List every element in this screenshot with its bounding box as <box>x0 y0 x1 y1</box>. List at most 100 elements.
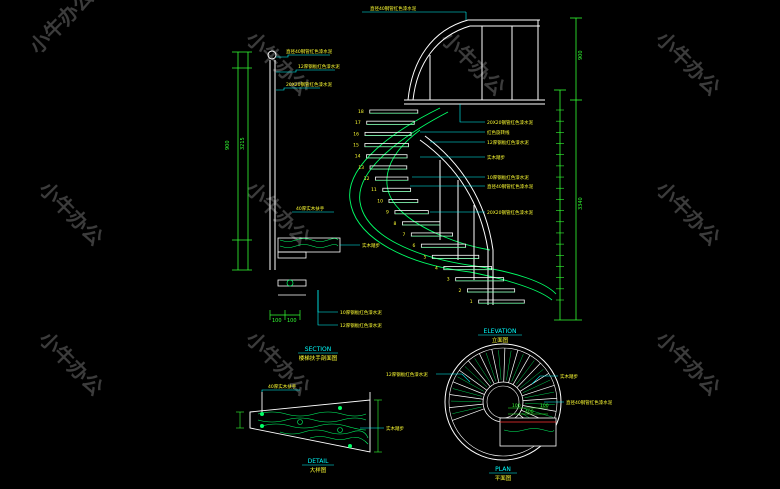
plan-landing <box>499 417 557 447</box>
section-callout-top: 40厚实木扶手 <box>296 205 325 212</box>
elevation-step-number: 7 <box>402 232 405 238</box>
elevation-treads <box>364 109 525 304</box>
section-title-en: SECTION <box>305 346 331 353</box>
plan-tread-line <box>516 362 541 388</box>
plan-tread-grain <box>498 350 502 381</box>
plan-tread-line <box>479 353 495 385</box>
plan-tread-grain <box>522 379 551 393</box>
elevation-dimension-lines <box>554 17 582 321</box>
elevation-step-number: 1 <box>470 299 473 305</box>
plan-tread-line <box>452 408 485 421</box>
elevation-step-number: 5 <box>423 254 426 260</box>
plan-center-dims <box>508 407 548 415</box>
detail-title-cn: 大样图 <box>310 466 327 474</box>
plan-tread-grain <box>452 388 482 397</box>
plan-tread-grain <box>474 358 492 384</box>
plan-tread-grain <box>523 408 553 418</box>
detail-callout-top: 40厚实木扶手 <box>268 383 297 390</box>
elevation-step-number: 9 <box>386 210 389 216</box>
plan-tread-grain <box>506 350 512 381</box>
elevation-callout-5: 10厚钢板红色漆水泥 <box>487 174 529 181</box>
elevation-step-number: 12 <box>364 176 370 182</box>
plan-tread-grain <box>464 366 488 388</box>
section-leaders <box>276 54 360 326</box>
plan-tread-line <box>449 403 484 408</box>
elevation-step-number: 2 <box>459 288 462 294</box>
detail-dims <box>236 399 382 453</box>
plan-leaders <box>436 373 564 403</box>
elevation-step-number: 6 <box>412 243 415 249</box>
plan-tread-line <box>519 373 549 392</box>
section-tread <box>277 237 341 296</box>
elevation-step-number: 16 <box>353 131 359 137</box>
elevation-callout-4: 实木踏步 <box>487 154 505 161</box>
section-view: 900 3215 100 100 <box>225 48 382 362</box>
section-bottom-dims <box>269 310 301 320</box>
elevation-step-number: 18 <box>358 109 364 115</box>
elevation-callout-2: 红色旋转线 <box>487 129 510 136</box>
plan-tread-grain <box>457 376 484 392</box>
elevation-step-number: 15 <box>353 143 359 149</box>
elevation-step-number: 14 <box>355 154 361 160</box>
plan-tread-line <box>449 394 484 400</box>
elevation-stringers <box>349 107 557 301</box>
plan-tread-grain <box>524 402 555 405</box>
section-dim-bottom: 100 <box>272 318 282 324</box>
plan-tread-line <box>452 381 485 395</box>
elevation-callout-1: 20X20钢管红色漆水泥 <box>487 119 534 126</box>
elevation-step-number: 13 <box>358 165 364 171</box>
elevation-step-number: 3 <box>447 277 450 283</box>
elevation-step-number: 4 <box>435 265 438 271</box>
elevation-lower-rail <box>419 135 494 305</box>
plan-tread-line <box>508 349 519 383</box>
plan-tread-grain <box>485 352 497 382</box>
plan-tread-grain <box>452 406 482 414</box>
plan-dim-center-b: 400 <box>525 409 534 415</box>
section-title-cn: 楼梯扶手剖面图 <box>299 354 338 362</box>
elevation-dim-right-b: 3340 <box>578 197 584 210</box>
detail-wood-grain <box>257 411 369 445</box>
plan-tread-line <box>522 405 557 412</box>
plan-tread-grain <box>524 391 555 398</box>
plan-view: 100 400 100 12厚钢板红色漆水泥 实木踏步 直径40钢管红色漆水泥 … <box>386 343 613 482</box>
section-dim-bottom-b: 100 <box>287 318 297 324</box>
plan-callout-center: 直径40钢管红色漆水泥 <box>566 399 613 406</box>
plan-tread-grain <box>519 369 544 389</box>
elevation-top-railing <box>404 19 545 105</box>
detail-leaders <box>261 389 384 429</box>
elevation-step-number: 11 <box>371 187 377 193</box>
elevation-callout-7: 20X20钢管红色漆水泥 <box>487 209 534 216</box>
detail-bolts <box>260 406 352 448</box>
elevation-title-cn: 立面图 <box>492 336 509 344</box>
elevation-leaders <box>362 11 485 213</box>
section-dim-label-a: 900 <box>225 140 231 150</box>
plan-tread-grain <box>516 360 535 385</box>
elevation-step-number: 17 <box>355 120 361 126</box>
section-dimension-lines <box>232 51 252 271</box>
plan-tread-line <box>521 384 555 397</box>
plan-tread-grain <box>451 400 482 402</box>
detail-callout-right: 实木踏步 <box>386 425 404 432</box>
elevation-step-number: 8 <box>394 221 397 227</box>
plan-tread-line <box>459 369 488 391</box>
elevation-callout-3: 12厚钢板红色漆水泥 <box>487 139 529 146</box>
detail-view: 40厚实木扶手 实木踏步 DETAIL 大样图 <box>236 383 404 474</box>
plan-tread-line <box>512 355 531 385</box>
plan-tread-line <box>468 360 491 387</box>
plan-tread-grain <box>511 354 524 382</box>
section-callout-left-mid: 12厚钢板红色漆水泥 <box>298 63 340 70</box>
elevation-title-en: ELEVATION <box>484 328 517 335</box>
section-callout-left-low: 20X20钢管红色漆水泥 <box>286 81 333 88</box>
section-callout-mid: 实木踏步 <box>362 242 380 249</box>
plan-callout-right: 实木踏步 <box>560 373 578 380</box>
detail-tread-shape <box>249 392 371 453</box>
plan-tread-line <box>503 348 506 383</box>
plan-callout-left: 12厚钢板红色漆水泥 <box>386 371 428 378</box>
elevation-dimension-ticks <box>556 109 564 301</box>
section-callout-b2: 12厚钢板红色漆水泥 <box>340 322 382 329</box>
handrail-post <box>267 50 277 270</box>
plan-title-en: PLAN <box>495 466 511 473</box>
